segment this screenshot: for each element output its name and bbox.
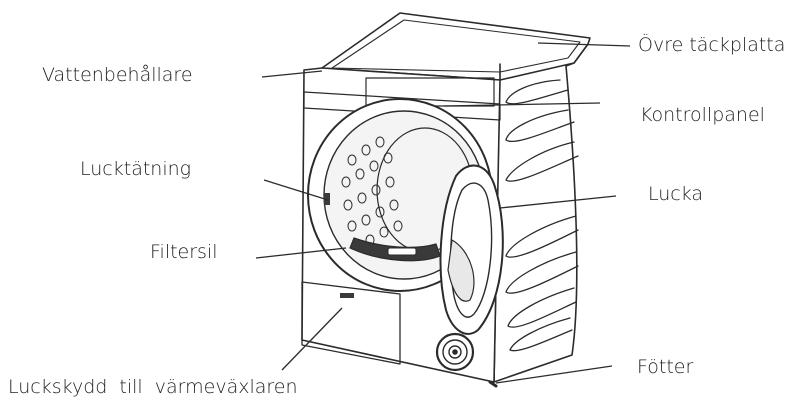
side-panel [494,44,588,382]
label-door: Lucka [648,185,703,204]
label-water-tank: Vattenbehållare [42,66,193,85]
label-filter: Filtersil [150,243,218,262]
label-feet: Fötter [637,358,693,377]
label-door-seal: Lucktätning [80,160,191,179]
label-heat-exchanger-cover: Luckskydd till värmeväxlaren [8,378,298,397]
label-top-cover: Övre täckplatta [638,36,785,55]
vent-grille [437,334,473,370]
label-control-panel: Kontrollpanel [640,106,765,125]
